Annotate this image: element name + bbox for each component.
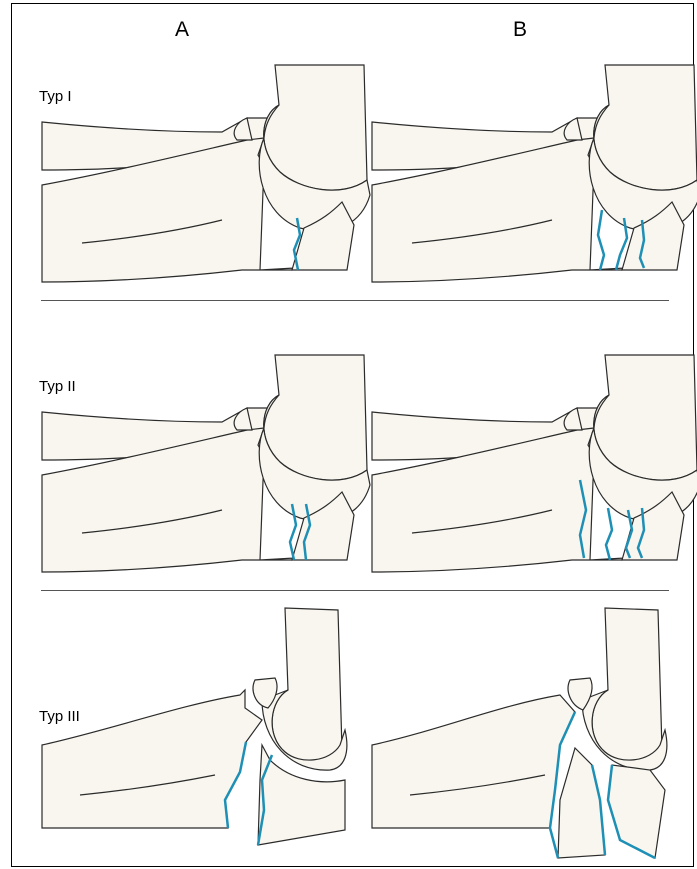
typ-1-illustration-b	[372, 65, 697, 282]
typ-3-illustration-a	[42, 608, 347, 845]
typ-2-illustration-a	[42, 355, 370, 572]
typ-2-illustration-b	[372, 355, 697, 572]
typ-1-illustration-a	[42, 65, 370, 282]
typ-3-illustration-b	[372, 608, 667, 858]
